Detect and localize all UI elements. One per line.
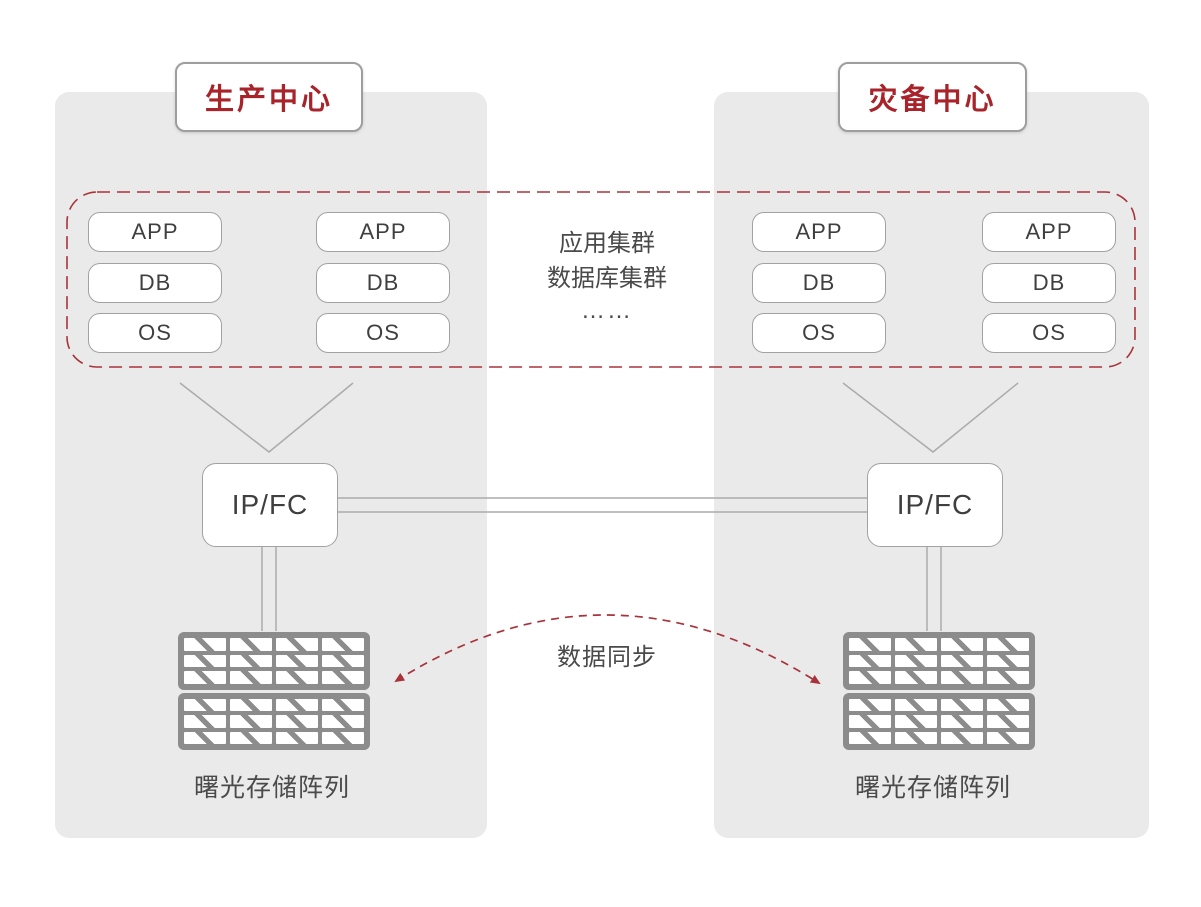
drive-cell <box>941 715 983 728</box>
drive-cell <box>987 671 1029 684</box>
drive-cell <box>941 654 983 667</box>
production-storage-array-icon <box>178 632 370 750</box>
drive-cell <box>322 731 364 744</box>
drive-cell <box>987 654 1029 667</box>
storage-chassis <box>178 632 370 690</box>
dr-ipfc-switch: IP/FC <box>867 463 1003 547</box>
app-cluster-note: 应用集群 数据库集群 …… <box>492 226 722 326</box>
drive-cell <box>276 731 318 744</box>
drive-cell <box>230 654 272 667</box>
drive-cell <box>987 638 1029 651</box>
drive-cell <box>895 698 937 711</box>
drive-cell <box>895 715 937 728</box>
drive-cell <box>941 731 983 744</box>
drive-cell <box>276 654 318 667</box>
dr-storage-label: 曙光存储阵列 <box>854 774 1011 802</box>
drive-cell <box>184 671 226 684</box>
drive-cell <box>987 698 1029 711</box>
data-sync-label: 数据同步 <box>557 644 657 671</box>
drive-cell <box>322 698 364 711</box>
db-box: DB <box>752 263 886 303</box>
drive-cell <box>230 671 272 684</box>
drive-cell <box>895 654 937 667</box>
drive-cell <box>230 698 272 711</box>
dr-storage-array-icon <box>843 632 1035 750</box>
db-box: DB <box>88 263 222 303</box>
db-box: DB <box>316 263 450 303</box>
drive-cell <box>276 715 318 728</box>
app-box: APP <box>752 212 886 252</box>
os-box: OS <box>982 313 1116 353</box>
drive-cell <box>276 698 318 711</box>
production-ipfc-switch: IP/FC <box>202 463 338 547</box>
drive-cell <box>895 638 937 651</box>
drive-cell <box>322 638 364 651</box>
drive-cell <box>849 715 891 728</box>
storage-chassis <box>843 692 1035 750</box>
production-center-title: 生产中心 <box>175 62 363 132</box>
db-box: DB <box>982 263 1116 303</box>
os-box: OS <box>88 313 222 353</box>
drive-cell <box>322 671 364 684</box>
drive-cell <box>849 671 891 684</box>
drive-cell <box>849 731 891 744</box>
app-box: APP <box>316 212 450 252</box>
drive-cell <box>849 698 891 711</box>
cluster-note-line2: 数据库集群 <box>547 265 667 292</box>
drive-cell <box>987 731 1029 744</box>
drive-cell <box>941 638 983 651</box>
drive-cell <box>184 654 226 667</box>
cluster-note-line1: 应用集群 <box>559 230 655 257</box>
drive-cell <box>230 731 272 744</box>
app-box: APP <box>88 212 222 252</box>
drive-cell <box>322 654 364 667</box>
drive-cell <box>941 671 983 684</box>
os-box: OS <box>752 313 886 353</box>
drive-cell <box>895 731 937 744</box>
cluster-note-ellipsis: …… <box>581 297 633 324</box>
drive-cell <box>230 638 272 651</box>
drive-cell <box>184 638 226 651</box>
drive-cell <box>987 715 1029 728</box>
drive-cell <box>849 638 891 651</box>
app-box: APP <box>982 212 1116 252</box>
drive-cell <box>276 638 318 651</box>
drive-cell <box>184 698 226 711</box>
drive-cell <box>276 671 318 684</box>
dr-center-title: 灾备中心 <box>838 62 1027 132</box>
drive-cell <box>941 698 983 711</box>
storage-chassis <box>178 692 370 750</box>
drive-cell <box>322 715 364 728</box>
drive-cell <box>184 731 226 744</box>
production-storage-label: 曙光存储阵列 <box>193 774 350 802</box>
drive-cell <box>230 715 272 728</box>
drive-cell <box>849 654 891 667</box>
storage-chassis <box>843 632 1035 690</box>
os-box: OS <box>316 313 450 353</box>
drive-cell <box>895 671 937 684</box>
drive-cell <box>184 715 226 728</box>
